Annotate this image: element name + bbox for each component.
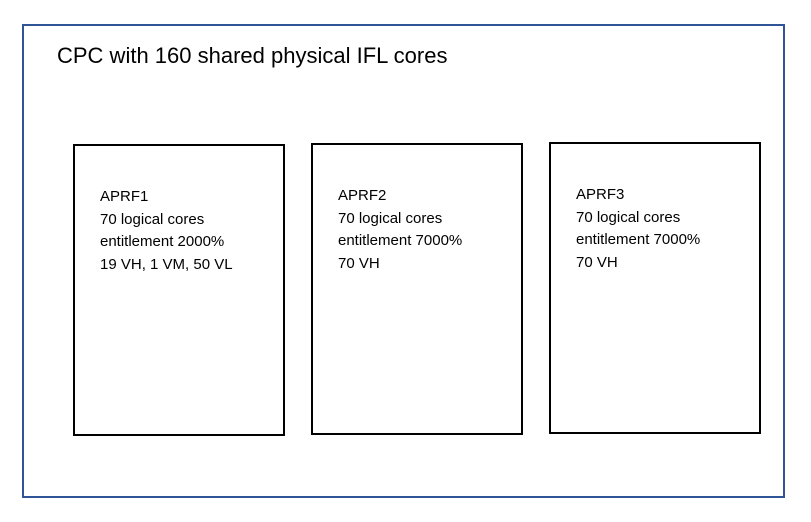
lpar-box-aprf3: APRF3 70 logical cores entitlement 7000%…	[549, 142, 761, 434]
lpar-entitlement: entitlement 2000%	[100, 233, 225, 250]
lpar-name: APRF1	[100, 188, 149, 205]
lpar-details: APRF2 70 logical cores entitlement 7000%…	[338, 185, 462, 275]
lpar-logical-cores: 70 logical cores	[100, 210, 205, 228]
lpar-logical-cores: 70 logical cores	[576, 208, 681, 226]
lpar-name: APRF3	[576, 186, 625, 203]
lpar-vertical-polarization: 70 VH	[576, 253, 618, 271]
lpar-box-aprf1: APRF1 70 logical cores entitlement 2000%…	[73, 144, 285, 436]
lpar-logical-cores: 70 logical cores	[338, 209, 443, 227]
lpar-box-aprf2: APRF2 70 logical cores entitlement 7000%…	[311, 143, 523, 435]
cpc-title: CPC with 160 shared physical IFL cores	[57, 43, 448, 68]
lpar-entitlement: entitlement 7000%	[338, 232, 463, 249]
lpar-details: APRF3 70 logical cores entitlement 7000%…	[576, 184, 700, 274]
cpc-frame: CPC with 160 shared physical IFL cores	[22, 24, 785, 498]
lpar-name: APRF2	[338, 187, 387, 204]
lpar-vertical-polarization: 19 VH, 1 VM, 50 VL	[100, 255, 233, 273]
lpar-vertical-polarization: 70 VH	[338, 254, 380, 272]
lpar-entitlement: entitlement 7000%	[576, 231, 701, 248]
lpar-details: APRF1 70 logical cores entitlement 2000%…	[100, 186, 233, 276]
